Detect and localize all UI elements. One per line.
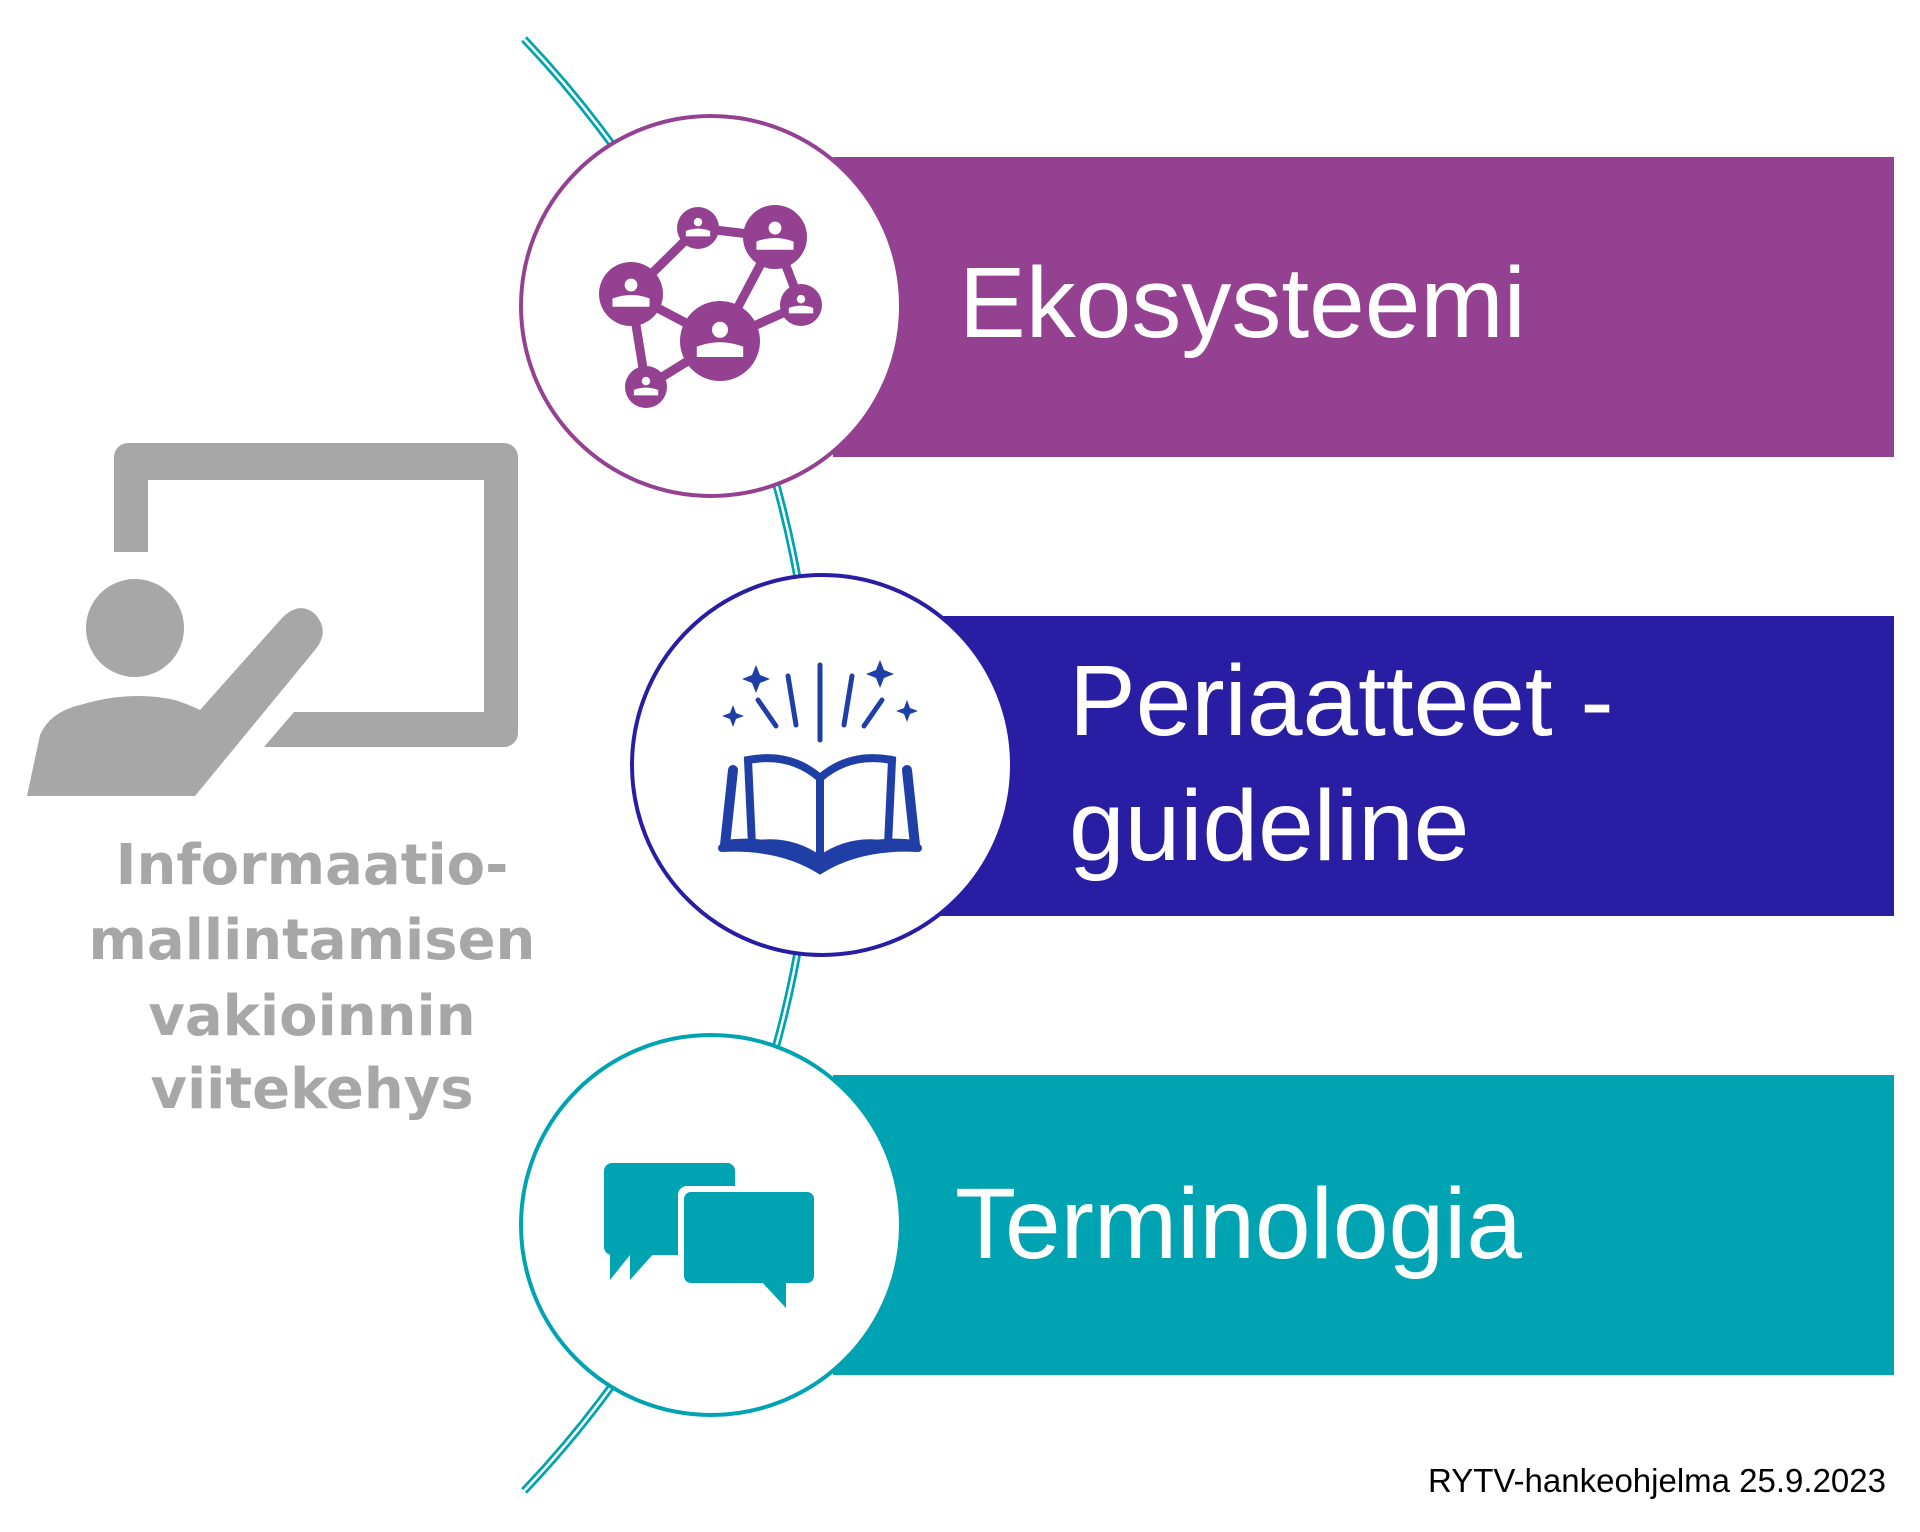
network-people-icon <box>599 205 822 408</box>
person-node-icon <box>743 205 807 269</box>
person-node-icon <box>599 262 663 326</box>
person-node-icon <box>680 301 760 381</box>
framework-title-line: viitekehys <box>150 1057 473 1122</box>
bar-periaatteet <box>900 616 1894 916</box>
bar-terminologia <box>833 1075 1894 1375</box>
label-ekosysteemi: Ekosysteemi <box>959 247 1526 359</box>
label-periaatteet: Periaatteet - <box>1069 645 1614 757</box>
chat-bubbles-icon <box>604 1163 818 1308</box>
presenter-board-icon <box>27 443 518 796</box>
framework-title-line: Informaatio- <box>116 833 509 898</box>
bar-ekosysteemi <box>833 157 1894 457</box>
label-guideline: guideline <box>1069 770 1469 882</box>
circle-periaatteet <box>630 573 1014 957</box>
person-node-icon <box>625 366 667 408</box>
footer-text: RYTV-hankeohjelma 25.9.2023 <box>1428 1462 1886 1499</box>
person-node-icon <box>677 207 719 249</box>
person-node-icon <box>780 284 822 326</box>
framework-title: Informaatio- mallintamisen vakioinnin vi… <box>89 833 536 1122</box>
framework-title-line: mallintamisen <box>89 908 536 973</box>
open-book-icon <box>718 660 922 875</box>
framework-title-line: vakioinnin <box>148 984 475 1049</box>
label-terminologia: Terminologia <box>955 1168 1522 1280</box>
